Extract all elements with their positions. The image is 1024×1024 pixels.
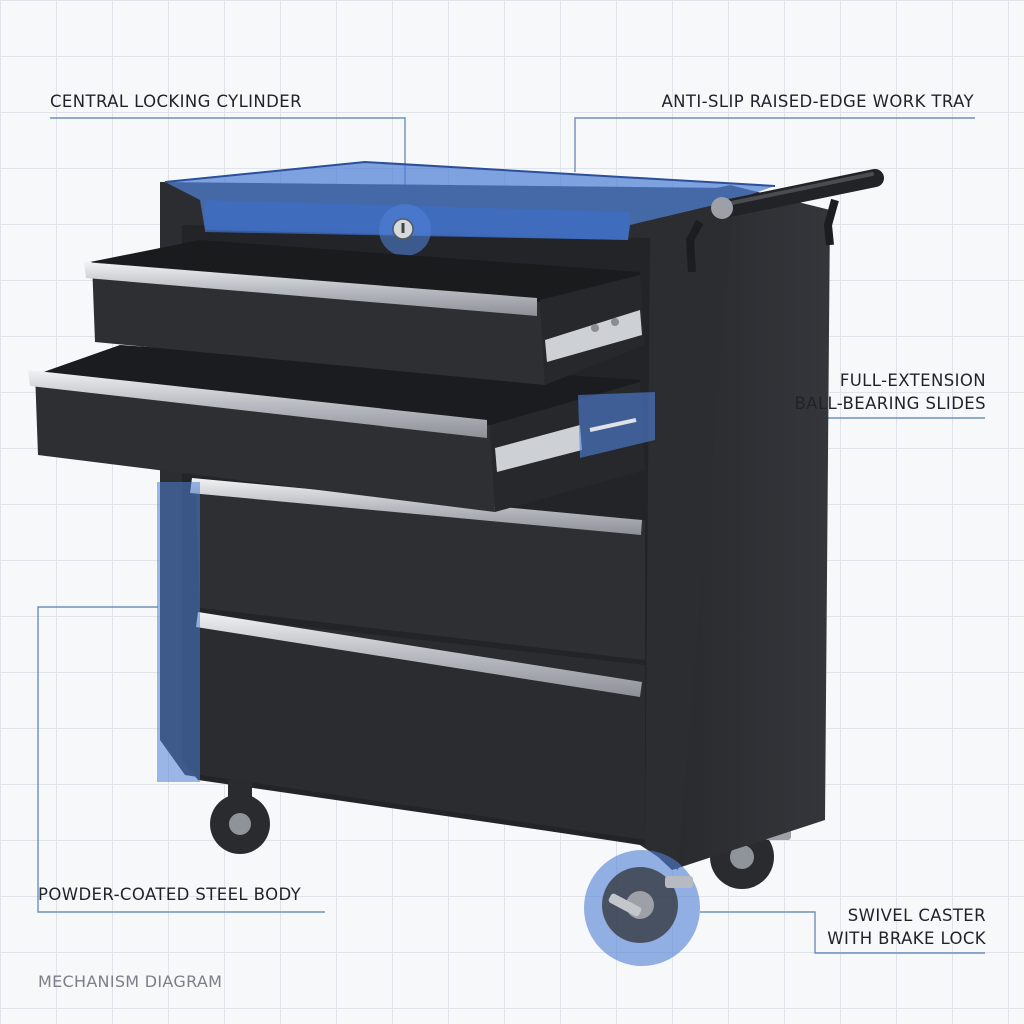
side-handle bbox=[685, 169, 884, 273]
drawer-2-open bbox=[28, 345, 655, 512]
callout-steel-body-text: POWDER-COATED STEEL BODY bbox=[38, 885, 302, 904]
callout-work-tray: ANTI-SLIP RAISED-EDGE WORK TRAY bbox=[661, 90, 974, 113]
callout-caster-line1: SWIVEL CASTER bbox=[847, 906, 986, 925]
drawer-1-open bbox=[84, 240, 645, 385]
callout-work-tray-text: ANTI-SLIP RAISED-EDGE WORK TRAY bbox=[661, 92, 974, 111]
leader-steel-body bbox=[37, 606, 325, 913]
callout-caster: SWIVEL CASTER WITH BRAKE LOCK bbox=[827, 904, 986, 950]
front-caster-left bbox=[210, 780, 270, 854]
callout-steel-body: POWDER-COATED STEEL BODY bbox=[38, 883, 301, 906]
leader-caster bbox=[700, 911, 985, 954]
callout-locking-cylinder: CENTRAL LOCKING CYLINDER bbox=[50, 90, 302, 113]
callout-locking-cylinder-text: CENTRAL LOCKING CYLINDER bbox=[50, 92, 302, 111]
callout-caster-line2: WITH BRAKE LOCK bbox=[827, 929, 986, 948]
callout-slides-line2: BALL-BEARING SLIDES bbox=[794, 394, 986, 413]
swivel-caster-with-brake bbox=[584, 850, 700, 966]
drawer-3 bbox=[190, 478, 645, 660]
steel-body-highlight bbox=[157, 482, 200, 782]
locking-cylinder bbox=[379, 204, 431, 256]
callout-slides: FULL-EXTENSION BALL-BEARING SLIDES bbox=[794, 369, 986, 415]
drawer-4 bbox=[196, 612, 645, 840]
callout-slides-line1: FULL-EXTENSION bbox=[839, 371, 986, 390]
leader-work-tray bbox=[574, 117, 975, 172]
diagram-footer-label: MECHANISM DIAGRAM bbox=[38, 972, 223, 991]
